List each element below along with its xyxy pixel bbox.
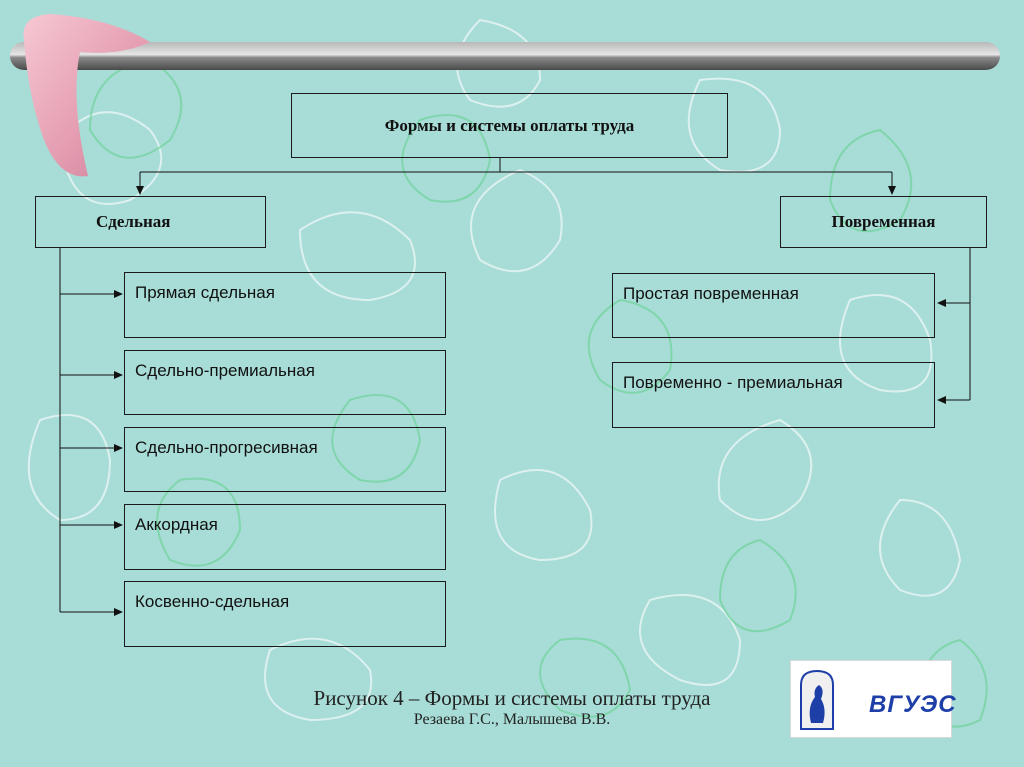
right-item-2: Повременно - премиальная	[612, 362, 935, 428]
right-item-label: Простая повременная	[623, 284, 799, 303]
root-node-label: Формы и системы оплаты труда	[384, 115, 635, 135]
figure-caption: Рисунок 4 – Формы и системы оплаты труда	[0, 686, 1024, 711]
logo-emblem-icon	[800, 669, 834, 730]
university-logo: ВГУЭС	[790, 660, 956, 738]
right-item-label: Повременно - премиальная	[623, 373, 843, 392]
right-branch-node: Повременная	[780, 196, 987, 248]
right-branch-label: Повременная	[831, 212, 936, 231]
left-item-label: Сдельно-прогресивная	[135, 438, 318, 457]
left-item-5: Косвенно-сдельная	[124, 581, 446, 647]
left-branch-label: Сдельная	[96, 212, 171, 231]
right-item-1: Простая повременная	[612, 273, 935, 338]
left-item-label: Прямая сдельная	[135, 283, 275, 302]
left-item-4: Аккордная	[124, 504, 446, 570]
root-node: Формы и системы оплаты труда	[291, 93, 728, 158]
caption-authors-row: Резаева Г.С., Малышева В.В.	[0, 711, 1024, 729]
left-item-label: Косвенно-сдельная	[135, 592, 290, 611]
left-branch-node: Сдельная	[35, 196, 266, 248]
caption-title: Рисунок 4 – Формы и системы оплаты труда	[313, 686, 711, 710]
left-item-1: Прямая сдельная	[124, 272, 446, 338]
left-item-label: Аккордная	[135, 515, 218, 534]
caption-authors: Резаева Г.С., Малышева В.В.	[413, 711, 611, 728]
left-item-3: Сдельно-прогресивная	[124, 427, 446, 492]
left-item-2: Сдельно-премиальная	[124, 350, 446, 415]
logo-text: ВГУЭС	[869, 691, 957, 718]
header-decoration	[10, 14, 1000, 177]
left-item-label: Сдельно-премиальная	[135, 361, 315, 380]
